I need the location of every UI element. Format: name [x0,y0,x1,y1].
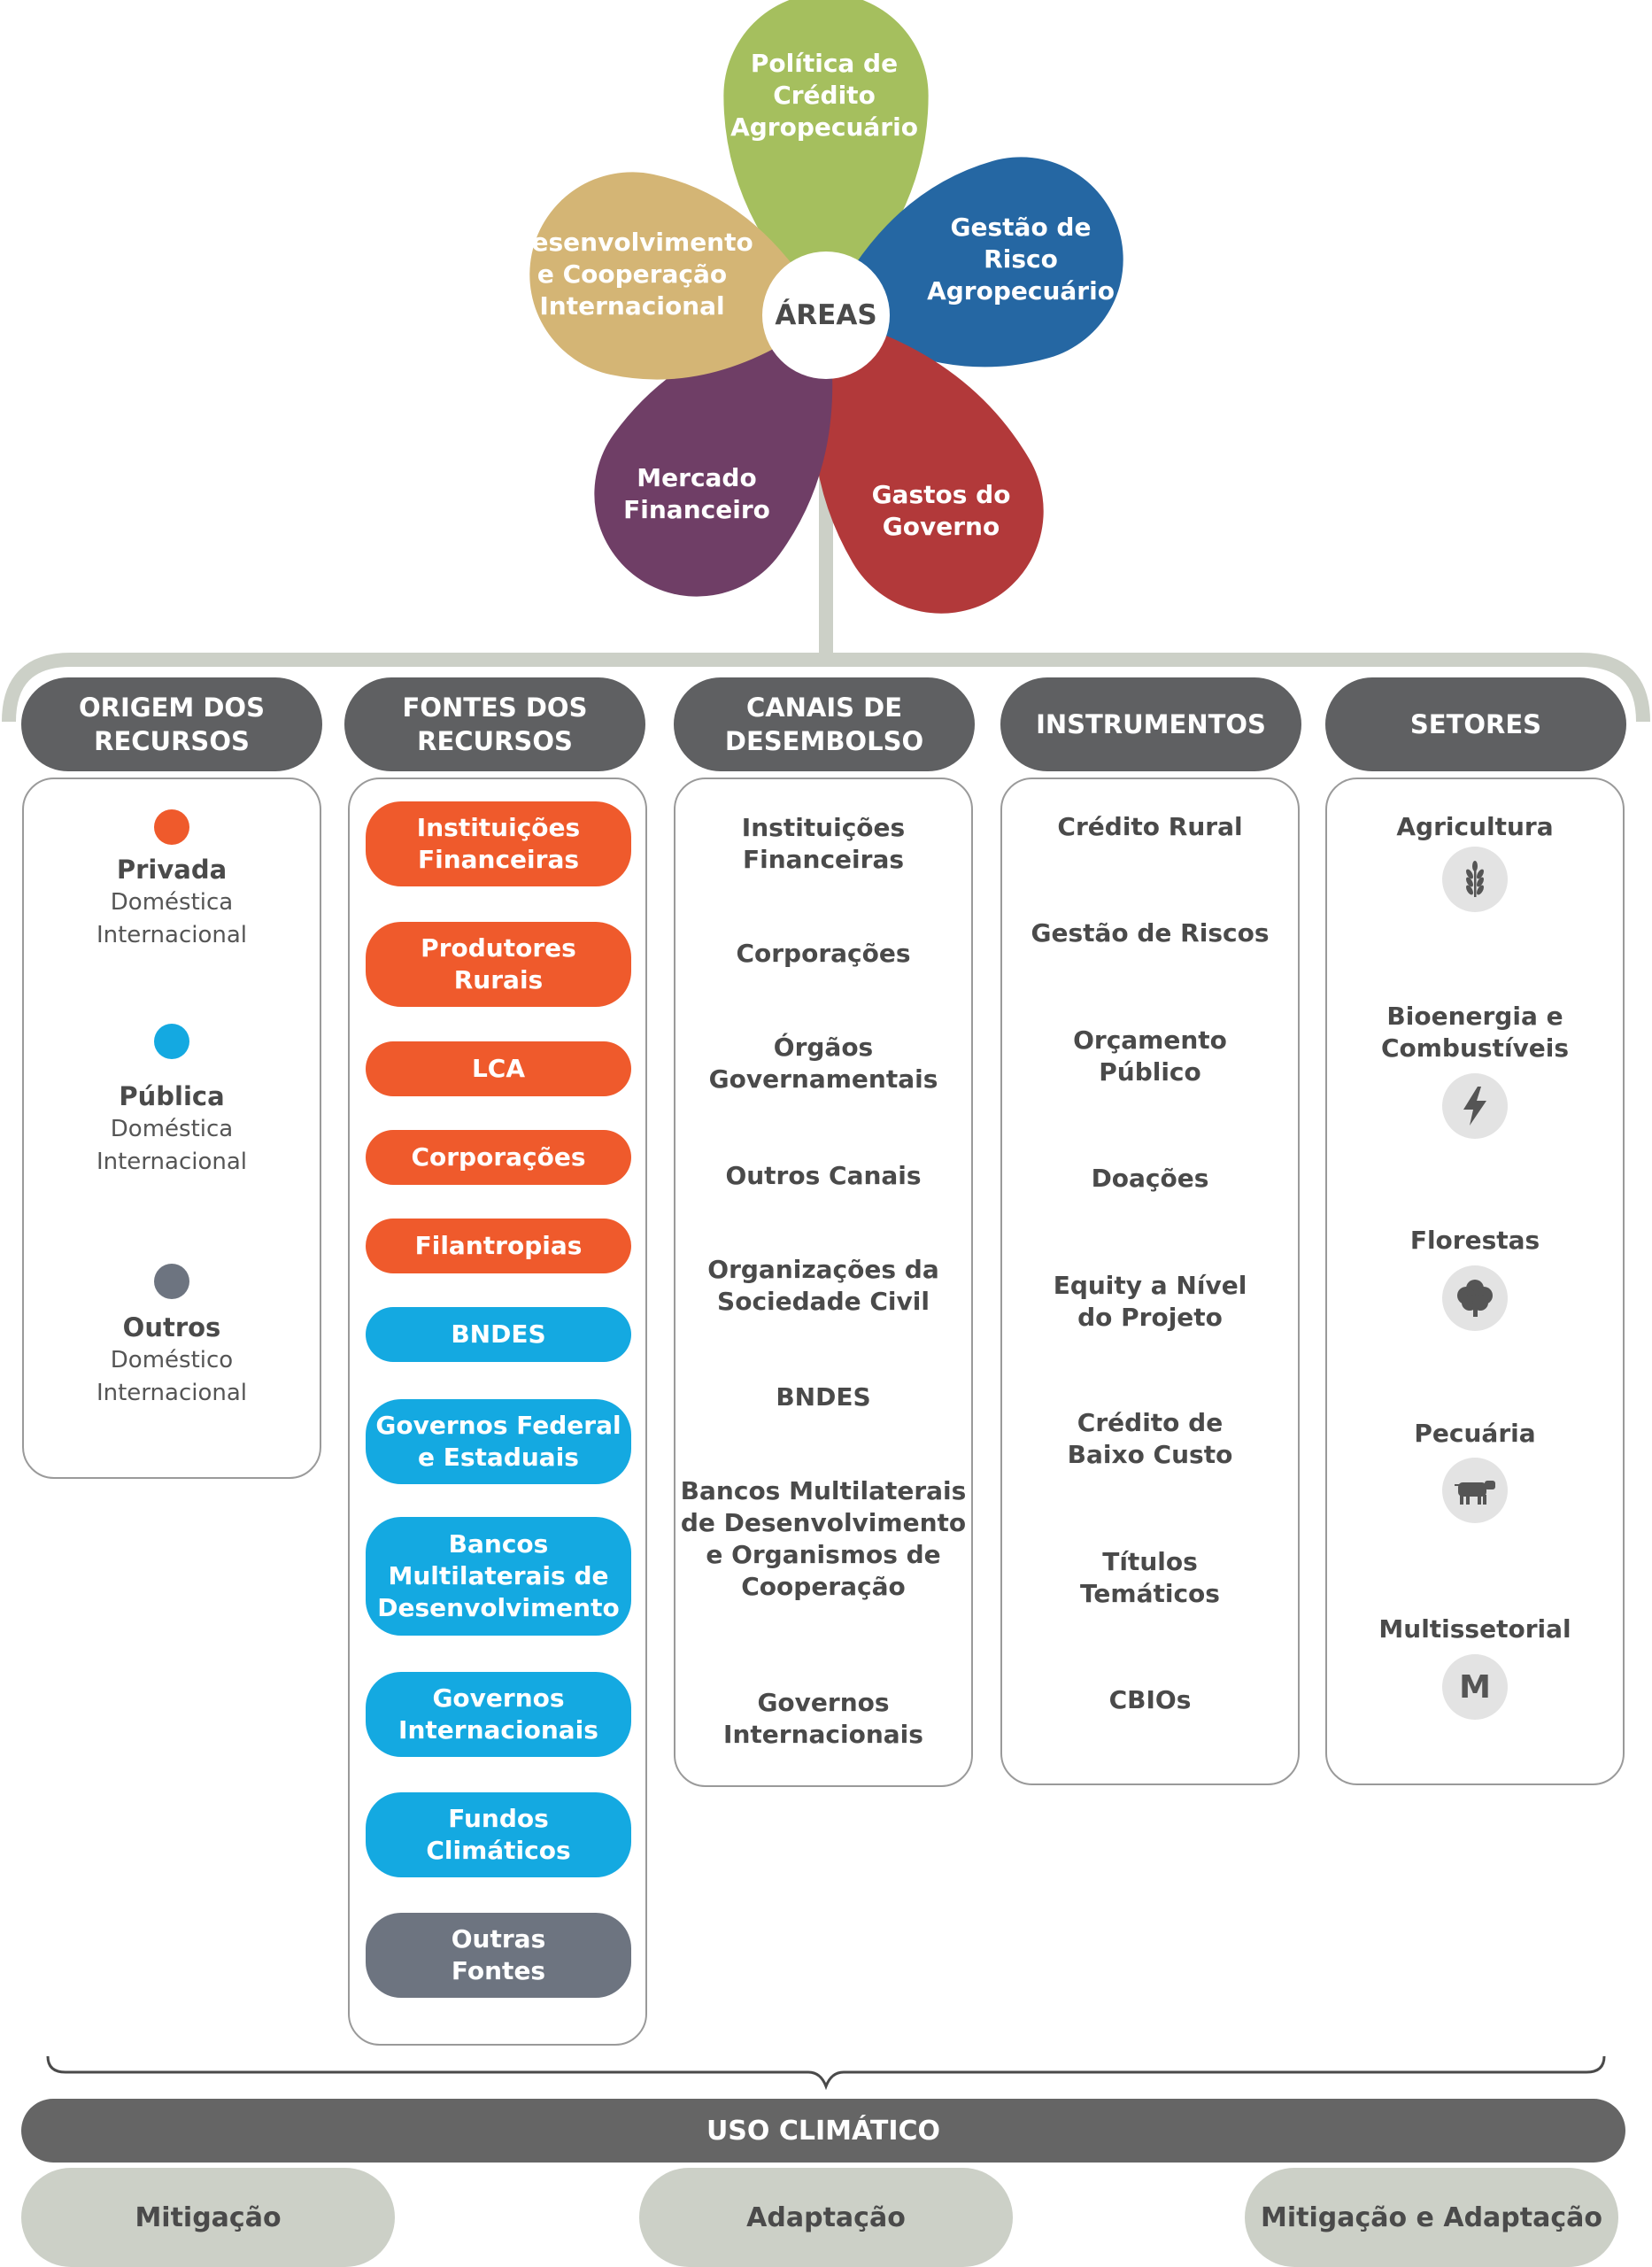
channel-item: Instituições Financeiras [741,813,906,874]
petal-label-credit-policy: Política de Crédito Agropecuário [730,49,918,142]
use-adaptation: Adaptação [639,2168,1013,2267]
channel-item: Bancos Multilaterais de Desenvolvimento … [680,1476,967,1601]
origin-title-private: Privada [116,855,228,885]
instrument-item: Crédito de Baixo Custo [1067,1408,1233,1469]
instrument-item: Equity a Nível do Projeto [1053,1271,1247,1332]
instrument-item: Crédito Rural [1057,812,1243,841]
petal-development-cooperation [529,172,826,380]
header-fontes: FONTES DOS RECURSOS [344,677,645,771]
origin-sub-international: Internacional [96,1380,248,1406]
instrument-item: Doações [1091,1164,1209,1193]
areas-center-label: ÁREAS [775,299,877,331]
other-dot [154,1264,189,1299]
channel-item: Governos Internacionais [723,1688,923,1749]
origin-sub-international: Internacional [96,922,248,948]
header-instrumentos: INSTRUMENTOS [1000,677,1301,771]
use-mitigation: Mitigação [21,2168,395,2267]
origin-title-other: Outros [122,1312,221,1342]
source-pill-other-sources: Outras Fontes [366,1913,631,1998]
header-setores: SETORES [1325,677,1626,771]
source-pill-philanthropies: Filantropias [366,1219,631,1273]
petal-government-spending [812,315,1044,614]
private-dot [154,809,189,845]
origin-sub-international: Internacional [96,1149,248,1175]
fontes-box: Instituições Financeiras Produtores Rura… [348,778,647,2046]
petal-label-government-spending: Gastos do Governo [871,480,1011,541]
origin-sub-domestic: Doméstico [110,1347,234,1373]
petal-label-risk-management: Gestão de Risco Agropecuário [927,213,1115,306]
petal-label-financial-market: Mercado Financeiro [623,463,770,524]
sector-label: Bioenergia e Combustíveis [1380,1002,1570,1063]
channel-item: Organizações da Sociedade Civil [707,1255,939,1316]
canais-box: Instituições Financeiras Corporações Órg… [674,778,973,1787]
cow-icon [1442,1458,1508,1523]
channel-item: BNDES [776,1382,871,1412]
origin-sub-domestic: Doméstica [110,1116,234,1142]
channel-item: Órgãos Governamentais [708,1033,938,1094]
source-pill-corporations: Corporações [366,1130,631,1185]
sector-label: Florestas [1409,1226,1540,1255]
petal-financial-market [594,315,833,597]
source-pill-rural-producers: Produtores Rurais [366,922,631,1007]
origin-sub-domestic: Doméstica [110,889,234,916]
setores-box: Agricultura Bioenergia e Combustíveis Fl… [1325,778,1625,1785]
origin-title-public: Pública [119,1081,225,1111]
source-pill-climate-funds: Fundos Climáticos [366,1792,631,1877]
sector-label: Multissetorial [1378,1614,1571,1644]
source-pill-bndes: BNDES [366,1307,631,1362]
use-mitigation-adaptation: Mitigação e Adaptação [1245,2168,1618,2267]
header-canais: CANAIS DE DESEMBOLSO [674,677,975,771]
instrument-item: CBIOs [1108,1685,1192,1714]
sector-label: Pecuária [1414,1419,1536,1448]
source-pill-federal-state-governments: Governos Federal e Estaduais [366,1399,631,1484]
areas-connector [2,653,1650,723]
source-pill-financial-institutions: Instituições Financeiras [366,801,631,886]
lightning-icon [1442,1073,1508,1139]
instrument-item: Títulos Temáticos [1080,1547,1220,1608]
source-pill-lca: LCA [366,1041,631,1096]
header-origem: ORIGEM DOS RECURSOS [21,677,322,771]
center-circle [762,251,890,379]
climate-use-bar: USO CLIMÁTICO [21,2099,1625,2163]
channel-item: Outros Canais [725,1161,922,1190]
public-dot [154,1024,189,1059]
instrumentos-box: Crédito Rural Gestão de Riscos Orçamento… [1000,778,1300,1785]
petal-label-development-cooperation: Desenvolvimento e Cooperação Internacion… [511,228,753,321]
letter-m-icon: M [1442,1654,1508,1720]
wheat-icon [1442,847,1508,912]
petal-risk-management [826,157,1123,368]
source-pill-international-governments: Governos Internacionais [366,1672,631,1757]
tree-icon [1442,1265,1508,1331]
source-pill-multilateral-banks: Bancos Multilaterais de Desenvolvimento [366,1517,631,1636]
origem-box: Privada Doméstica Internacional Pública … [22,778,321,1479]
climate-brace [46,2055,1606,2091]
instrument-item: Gestão de Riscos [1031,918,1270,948]
channel-item: Corporações [736,939,911,968]
sector-label: Agricultura [1396,812,1554,841]
instrument-item: Orçamento Público [1073,1025,1227,1087]
